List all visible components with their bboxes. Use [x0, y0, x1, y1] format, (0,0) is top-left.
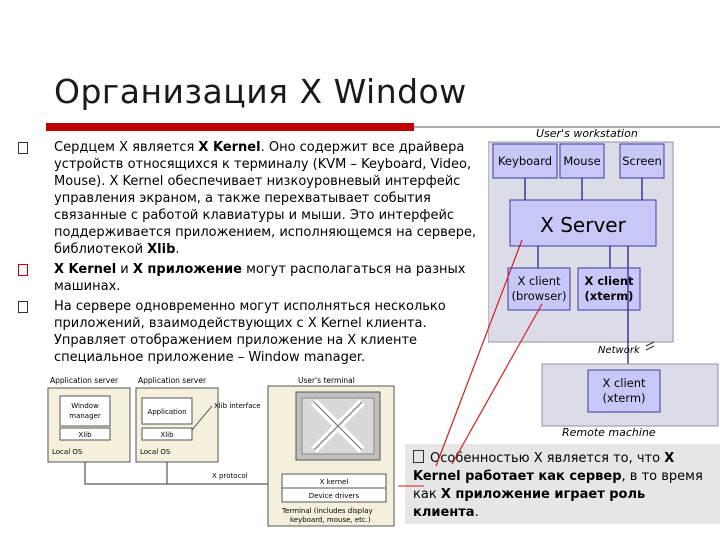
bullet-square-icon — [413, 450, 424, 463]
x-protocol-label: X protocol — [212, 472, 248, 480]
bullet-text: Сердцем X является X Kernel. Оно содержи… — [54, 140, 477, 257]
slide-title: Организация X Window — [54, 72, 467, 111]
window-manager-line1: Window — [71, 402, 99, 410]
bullet-item-1: Сердцем X является X Kernel. Оно содержи… — [16, 139, 496, 258]
x-client-xterm-box — [577, 267, 641, 311]
x-terminal-structure-diagram: Application server Application server Us… — [46, 372, 396, 528]
x-client-xterm-line1: X client — [584, 274, 634, 288]
window-manager-box — [59, 395, 111, 427]
x-client-xterm-line2: (xterm) — [585, 289, 634, 303]
keyboard-box — [492, 143, 558, 179]
title-divider-line — [414, 126, 720, 128]
xlib-label-1: Xlib — [78, 431, 92, 439]
workstation-label: User's workstation — [536, 128, 638, 140]
x-window-architecture-diagram: User's workstation Keyboard Mouse Screen… — [488, 128, 719, 439]
xlib-label-2: Xlib — [160, 431, 174, 439]
network-label: Network — [598, 345, 641, 356]
screen-label: Screen — [622, 154, 662, 168]
bullet-square-icon — [18, 142, 28, 154]
remote-x-client-line1: X client — [602, 376, 646, 390]
bullet-square-icon — [18, 264, 28, 276]
device-drivers-box — [281, 487, 387, 503]
x-kernel-label: X kernel — [320, 478, 349, 486]
bullet-text: X Kernel и X приложение могут располагат… — [54, 262, 466, 294]
bullet-text: На сервере одновременно могут исполнятьс… — [54, 299, 446, 365]
local-os-label-2: Local OS — [140, 448, 171, 456]
terminal-note-line2: keyboard, mouse, etc.) — [290, 516, 371, 524]
mouse-label: Mouse — [563, 154, 600, 168]
remote-x-client-line2: (xterm) — [602, 391, 645, 405]
xlib-box-1 — [59, 427, 111, 441]
window-manager-line2: manager — [69, 412, 101, 420]
bullet-list: Сердцем X является X Kernel. Оно содержи… — [16, 139, 496, 369]
xlib-interface-pointer — [191, 405, 213, 431]
remote-x-client-box — [587, 369, 661, 413]
title-accent-bar — [46, 123, 414, 131]
network-break-icon — [645, 341, 655, 351]
screen-box — [619, 143, 665, 179]
x-server-label: X Server — [540, 213, 626, 237]
users-terminal-label: User's terminal — [298, 376, 355, 385]
local-os-label-1: Local OS — [52, 448, 83, 456]
xlib-box-2 — [141, 427, 193, 441]
x-server-box — [509, 199, 657, 247]
callout-note: Особенностью X является то, что X Kernel… — [405, 444, 720, 524]
x-client-browser-line2: (browser) — [512, 289, 567, 303]
terminal-note-line1: Terminal (includes display — [281, 507, 373, 515]
x-logo-outline — [313, 401, 363, 451]
remote-machine-label: Remote machine — [562, 426, 656, 439]
xlib-interface-label: Xlib interface — [214, 402, 261, 410]
x-protocol-link — [84, 462, 282, 485]
application-label: Application — [147, 408, 186, 416]
bullet-square-icon — [18, 301, 28, 313]
app-server-label-1: Application server — [50, 376, 119, 385]
device-drivers-label: Device drivers — [309, 492, 360, 500]
application-box — [141, 397, 193, 425]
keyboard-label: Keyboard — [498, 154, 552, 168]
x-client-browser-line1: X client — [517, 274, 561, 288]
app-server-label-2: Application server — [138, 376, 207, 385]
bullet-item-2: X Kernel и X приложение могут располагат… — [16, 261, 496, 295]
bullet-item-3: На сервере одновременно могут исполнятьс… — [16, 298, 496, 366]
